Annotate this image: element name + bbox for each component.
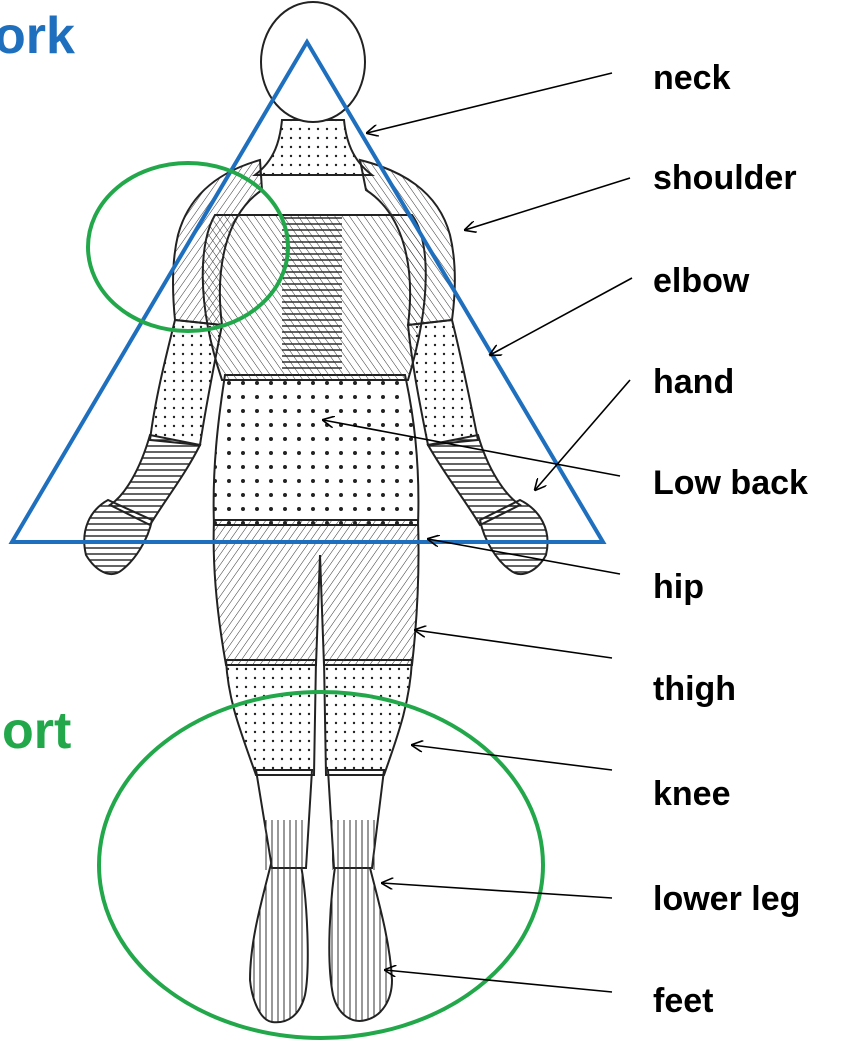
label-low-back: Low back (653, 464, 808, 502)
arrow-knee (412, 745, 612, 770)
left-knee (226, 660, 316, 775)
body-figure (84, 2, 547, 1022)
label-neck: neck (653, 59, 731, 97)
labels: neck shoulder elbow hand Low back hip th… (653, 59, 808, 1020)
label-hip: hip (653, 568, 704, 606)
arrow-neck (367, 73, 612, 133)
spine-zone (282, 215, 342, 370)
arrow-elbow (490, 278, 632, 355)
label-lower-leg: lower leg (653, 880, 800, 918)
right-foot (329, 860, 392, 1021)
low-back-hip (214, 375, 419, 525)
neck-zone (255, 120, 372, 175)
label-elbow: elbow (653, 262, 750, 300)
head (261, 2, 365, 122)
arrow-feet (385, 970, 612, 992)
label-thigh: thigh (653, 670, 736, 708)
label-feet: feet (653, 982, 713, 1020)
label-shoulder: shoulder (653, 159, 797, 197)
left-foot (250, 860, 308, 1022)
right-upper-arm (408, 320, 478, 445)
arrow-thigh (415, 630, 612, 658)
arrow-hand (535, 380, 630, 490)
label-knee: knee (653, 775, 731, 813)
partial-word-top: ork (0, 7, 75, 65)
left-upper-arm (150, 320, 222, 445)
label-hand: hand (653, 363, 734, 401)
arrow-lower-leg (382, 883, 612, 898)
arrow-shoulder (465, 178, 630, 230)
partial-word-bottom: ort (2, 702, 71, 760)
right-knee (324, 660, 412, 775)
green-circle-lower-body (99, 692, 543, 1038)
